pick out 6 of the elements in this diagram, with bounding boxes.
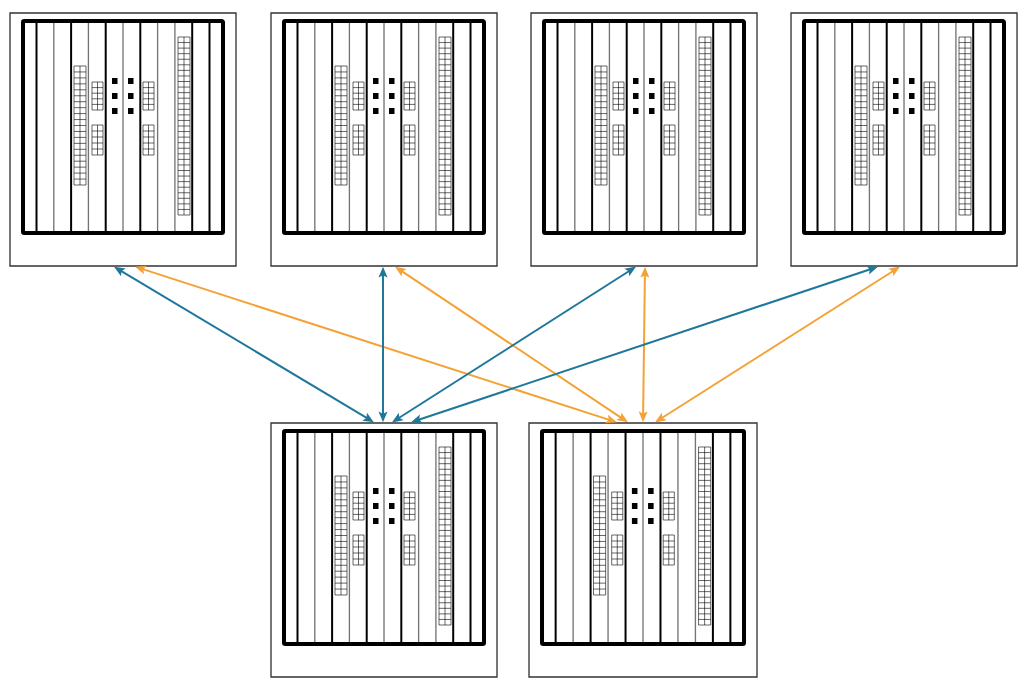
switch-chassis-drawing — [270, 12, 498, 267]
switch-chassis-drawing — [528, 422, 758, 678]
switch-chassis-drawing — [270, 422, 498, 678]
switch-chassis-drawing — [790, 12, 1018, 267]
switch-chassis-drawing — [530, 12, 758, 267]
switch-chassis-drawing — [9, 12, 237, 267]
